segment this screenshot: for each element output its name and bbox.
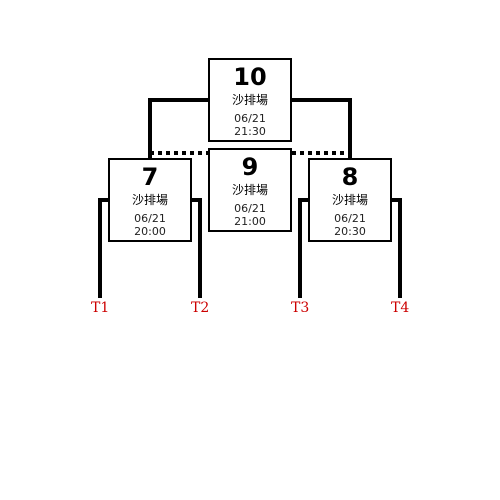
match-number: 8 xyxy=(341,163,359,191)
match-date: 06/21 xyxy=(234,202,266,215)
match-number: 10 xyxy=(233,63,267,91)
leg-t4 xyxy=(392,198,402,298)
match-time: 20:00 xyxy=(134,225,166,238)
leg-t3 xyxy=(298,198,308,298)
match-venue: 沙排場 xyxy=(131,193,168,207)
leg-t1 xyxy=(98,198,108,298)
connector-7-to-10 xyxy=(148,98,208,158)
match-venue: 沙排場 xyxy=(231,183,268,197)
match-date: 06/21 xyxy=(334,212,366,225)
match-7-box[interactable]: 7 沙排場 06/21 20:00 xyxy=(108,158,192,242)
match-date: 06/21 xyxy=(134,212,166,225)
match-venue: 沙排場 xyxy=(331,193,368,207)
leg-t2 xyxy=(192,198,202,298)
match-9-box[interactable]: 9 沙排場 06/21 21:00 xyxy=(208,148,292,232)
team-label-t2: T2 xyxy=(191,300,210,316)
connector-8-to-10 xyxy=(292,98,352,158)
team-label-t3: T3 xyxy=(291,300,310,316)
match-venue: 沙排場 xyxy=(231,93,268,107)
match-number: 9 xyxy=(241,153,259,181)
match-time: 20:30 xyxy=(334,225,366,238)
match-time: 21:00 xyxy=(234,215,266,228)
team-label-t4: T4 xyxy=(391,300,410,316)
match-number: 7 xyxy=(141,163,159,191)
team-label-t1: T1 xyxy=(91,300,110,316)
match-time: 21:30 xyxy=(234,125,266,138)
match-10-box[interactable]: 10 沙排場 06/21 21:30 xyxy=(208,58,292,142)
match-date: 06/21 xyxy=(234,112,266,125)
match-8-box[interactable]: 8 沙排場 06/21 20:30 xyxy=(308,158,392,242)
